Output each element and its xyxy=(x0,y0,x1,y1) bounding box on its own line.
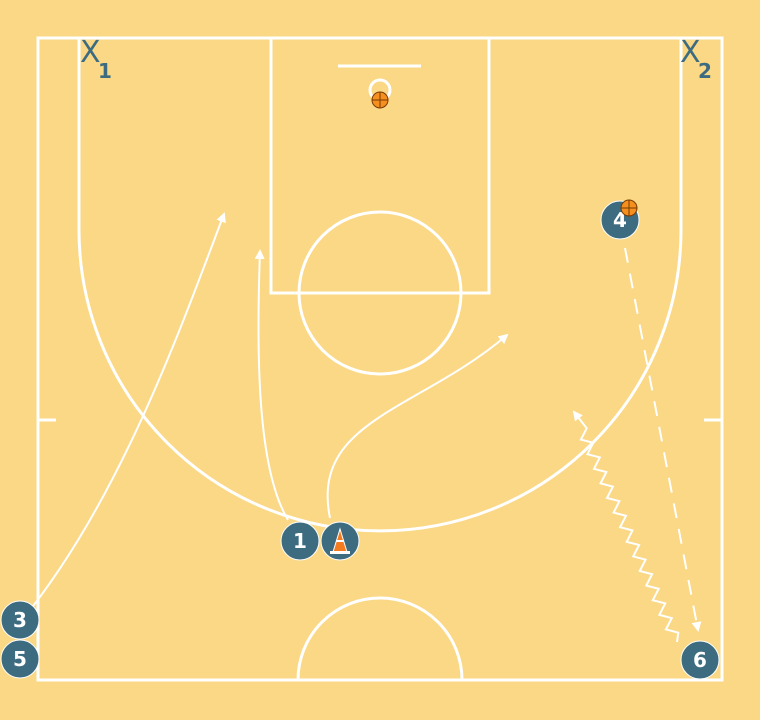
court-lines xyxy=(36,36,724,682)
cut-path-1 xyxy=(254,249,289,521)
player-6-label: 6 xyxy=(693,648,707,672)
center-circle xyxy=(296,596,464,681)
cut-path-3 xyxy=(21,212,226,621)
pass-path-4-to-6 xyxy=(624,247,702,632)
player-5[interactable]: 5 xyxy=(0,639,40,679)
player-3-label: 3 xyxy=(13,608,27,632)
cone-marker xyxy=(320,521,360,561)
defender-x1-number: 1 xyxy=(98,59,112,83)
defender-x2-letter: X xyxy=(680,35,701,70)
ball-at-rim xyxy=(371,91,389,109)
player-4[interactable]: 4 xyxy=(600,199,640,240)
defender-x1-letter: X xyxy=(80,35,101,70)
movement-paths xyxy=(21,212,702,643)
player-1-label: 1 xyxy=(293,529,307,553)
player-3[interactable]: 3 xyxy=(0,600,40,640)
paint-lane xyxy=(269,36,491,295)
defender-x2-number: 2 xyxy=(698,59,712,83)
player-6[interactable]: 6 xyxy=(680,640,720,680)
dribble-path-6 xyxy=(572,410,680,643)
player-1[interactable]: 1 xyxy=(280,521,320,561)
three-point-line xyxy=(77,38,683,533)
ball-icon xyxy=(620,199,638,217)
player-5-label: 5 xyxy=(13,647,27,671)
free-throw-circle xyxy=(297,210,463,376)
defender-x2: X 2 xyxy=(680,35,712,83)
cut-path-cone xyxy=(326,333,509,519)
defender-x1: X 1 xyxy=(80,35,112,83)
